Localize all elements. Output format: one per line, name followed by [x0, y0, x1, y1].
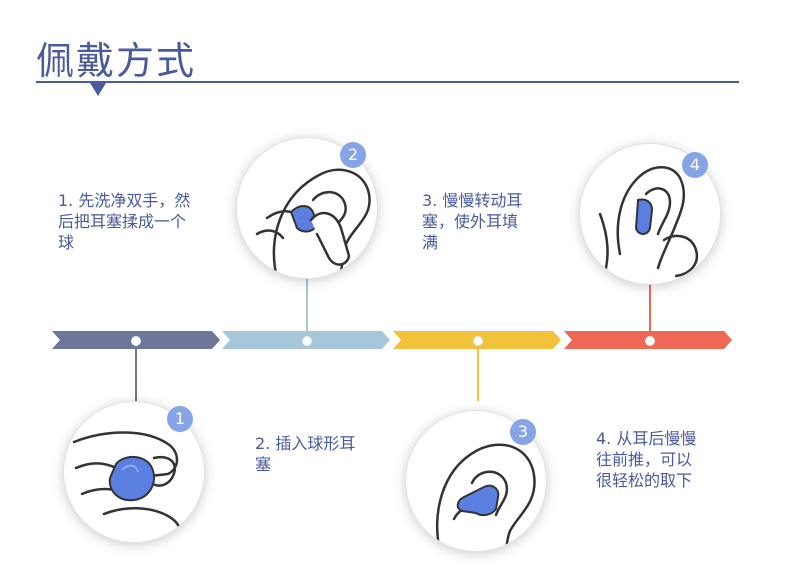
step-4-text: 4. 从耳后慢慢 往前推，可以 很轻松的取下 [596, 429, 697, 490]
step-4-badge: 4 [682, 152, 708, 178]
step-1-badge: 1 [167, 406, 193, 432]
page-title: 佩戴方式 [36, 39, 197, 83]
timeline-dot-3 [473, 336, 483, 346]
step-3-text: 3. 慢慢转动耳 塞，使外耳填 满 [422, 191, 523, 252]
ear-insert-icon [255, 168, 371, 278]
timeline-dot-2 [302, 336, 312, 346]
hand-squeeze-earplug-icon [72, 431, 181, 542]
ear-plug-icon [435, 443, 536, 551]
connector-step-4 [649, 283, 651, 340]
connector-step-2 [306, 276, 308, 340]
ear-side-view-icon [598, 166, 699, 278]
step-3-badge: 3 [510, 419, 536, 445]
step-2-text: 2. 插入球形耳 塞 [255, 434, 356, 474]
timeline-dot-4 [645, 336, 655, 346]
down-pointer-icon [90, 83, 106, 96]
step-2-badge: 2 [340, 142, 366, 168]
step-1-text: 1. 先洗净双手，然 后把耳塞揉成一个 球 [58, 191, 191, 252]
connector-step-3 [477, 341, 479, 401]
title-underline [36, 81, 739, 83]
timeline-dot-1 [131, 336, 141, 346]
connector-step-1 [135, 341, 137, 403]
